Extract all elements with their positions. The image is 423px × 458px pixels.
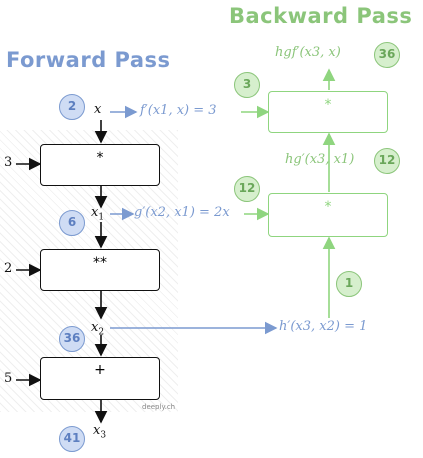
badge-hgf-grad: 36 bbox=[374, 42, 400, 68]
var-x1: x1 bbox=[91, 205, 105, 223]
mul-op-symbol: * bbox=[96, 150, 104, 166]
label-g-prime: g′(x2, x1) = 2x bbox=[134, 205, 230, 220]
label-f-prime: f′(x1, x) = 3 bbox=[140, 103, 217, 118]
mul-node: * bbox=[40, 144, 160, 186]
backward-top-op-symbol: * bbox=[324, 97, 332, 113]
badge-x1-value: 6 bbox=[59, 210, 85, 236]
badge-x-value: 2 bbox=[59, 94, 85, 120]
backward-mid-mul-node: * bbox=[268, 193, 388, 237]
badge-hg-input-grad: 12 bbox=[234, 176, 260, 202]
label-hg-prime: hg′(x3, x1) bbox=[285, 152, 355, 167]
input-3: 3 bbox=[4, 155, 13, 170]
add-op-symbol: + bbox=[94, 362, 106, 378]
add-node: + bbox=[40, 357, 160, 400]
forward-pass-title: Forward Pass bbox=[6, 48, 171, 72]
badge-x2-value: 36 bbox=[59, 326, 85, 352]
var-x3: x3 bbox=[93, 423, 107, 441]
backward-pass-title: Backward Pass bbox=[229, 4, 413, 28]
label-h-prime: h′(x3, x2) = 1 bbox=[279, 319, 368, 334]
var-x: x bbox=[94, 102, 102, 117]
var-x2: x2 bbox=[91, 320, 105, 338]
badge-hg-grad: 12 bbox=[374, 148, 400, 174]
label-hgf-prime: hgf′(x3, x) bbox=[275, 45, 341, 60]
pow-op-symbol: ** bbox=[93, 255, 107, 271]
watermark: deeply.ch bbox=[142, 403, 176, 411]
input-2: 2 bbox=[4, 261, 13, 276]
badge-f-input-grad: 3 bbox=[234, 72, 260, 98]
backward-top-mul-node: * bbox=[268, 91, 388, 133]
pow-node: ** bbox=[40, 249, 160, 291]
backward-mid-op-symbol: * bbox=[324, 199, 332, 215]
badge-h-grad: 1 bbox=[336, 271, 362, 297]
badge-x3-value: 41 bbox=[59, 426, 85, 452]
input-5: 5 bbox=[4, 371, 13, 386]
